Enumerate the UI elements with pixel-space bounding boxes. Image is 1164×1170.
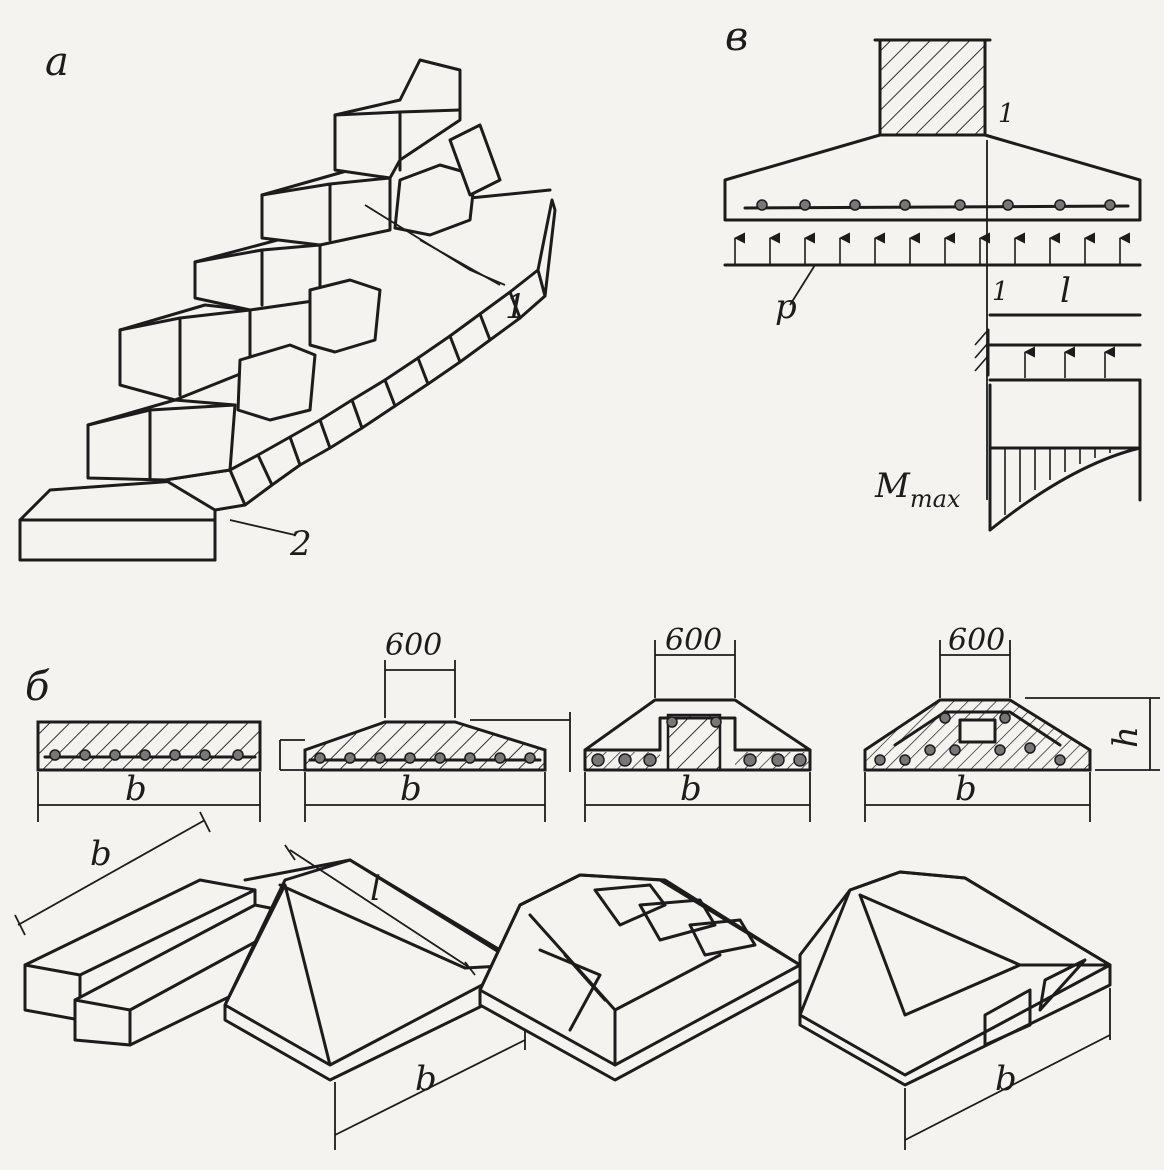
panel-a-isometric-wall: 1 2 а — [18, 39, 557, 564]
section-mark-top: 1 — [998, 99, 1015, 129]
pressure-label: p — [775, 287, 797, 327]
dim-b-1: b — [125, 769, 147, 809]
panel-v-label: в — [725, 14, 748, 60]
dim-b-3: b — [680, 769, 702, 809]
dim-h: h — [1106, 726, 1146, 748]
dim-600-2: 600 — [665, 623, 722, 658]
panel-b-label: б — [25, 664, 50, 710]
moment-label: Mmax — [874, 466, 961, 513]
isometric-footing-blocks: b l b b — [14, 811, 1112, 1150]
callout-2-label: 2 — [289, 524, 312, 564]
dim-600-1: 600 — [385, 628, 442, 663]
iso-l: l — [370, 869, 381, 909]
length-label: l — [1060, 271, 1071, 311]
panel-b-cross-sections: б b 600 b 60 — [25, 623, 1160, 822]
iso-b-2: b — [415, 1059, 437, 1099]
iso-b-3: b — [995, 1059, 1017, 1099]
iso-b-1: b — [90, 834, 112, 874]
dim-b-4: b — [955, 769, 977, 809]
section-mark-bottom: 1 — [992, 277, 1009, 307]
panel-v-section-diagram: в 1 1 p l — [723, 14, 1142, 532]
dim-600-3: 600 — [948, 623, 1005, 658]
callout-1-label: 1 — [505, 287, 527, 327]
panel-a-label: а — [45, 39, 69, 85]
dim-b-2: b — [400, 769, 422, 809]
